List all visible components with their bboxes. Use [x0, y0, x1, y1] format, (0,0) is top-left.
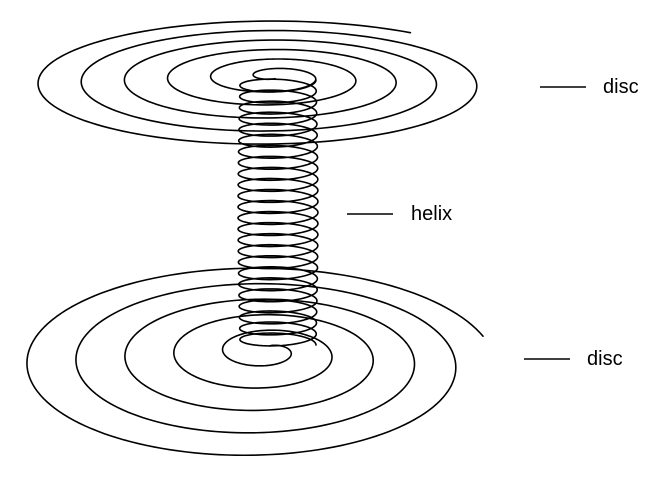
top-disc-label: disc — [603, 76, 639, 98]
bottom-disc-label: disc — [587, 348, 623, 370]
helix-coil-path — [237, 78, 319, 347]
bottom-disc-spiral — [26, 267, 484, 457]
helix-label: helix — [411, 203, 452, 225]
helix-coil — [237, 78, 319, 347]
bottom-disc-spiral-path — [26, 267, 484, 457]
